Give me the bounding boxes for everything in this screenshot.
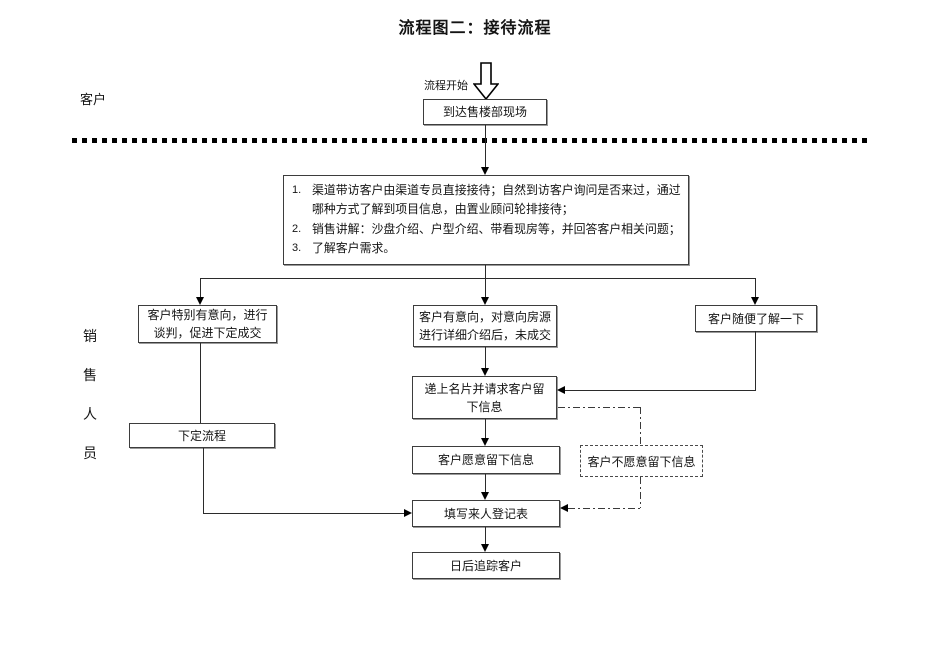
page-title: 流程图二：接待流程 [398,20,552,37]
connector-casual-to-card [565,390,756,391]
node-deposit-process: 下定流程 [129,423,275,448]
connector-deposit-to-form [203,513,404,514]
arrowhead-right-icon [404,509,412,517]
arrowhead-down-icon [481,297,489,305]
node-casual-look: 客户随便了解一下 [695,305,817,332]
arrowhead-down-icon [196,297,204,305]
lane-sales-char: 员 [83,447,97,462]
arrowhead-down-icon [481,167,489,175]
connector-casual-down [755,331,756,391]
step-number: 1. [292,184,302,196]
connector-deposit-down [203,448,204,513]
arrowhead-left-icon [560,504,568,512]
connector-branch-bar [200,278,756,279]
lane-sales-char: 售 [83,369,97,384]
lane-label-sales: 销 售 人 员 [81,326,99,463]
node-willing-info: 客户愿意留下信息 [412,446,560,474]
connector-form-to-follow [485,527,486,545]
lane-label-customer: 客户 [80,92,107,107]
node-some-intent: 客户有意向，对意向房源 进行详细介绍后，未成交 [413,305,557,347]
connector-unwilling-to-form-dashdot [568,508,640,509]
arrowhead-down-icon [481,438,489,446]
node-arrive-sales-office: 到达售楼部现场 [423,99,547,125]
step-number: 2. [292,222,302,235]
lane-sales-char: 销 [83,330,97,345]
connector-unwilling-dashdot-bottom [640,477,641,508]
reception-step: 1. 渠道带访客户由渠道专员直接接待；自然到访客户询问是否来过，通过哪种方式了解… [292,181,684,220]
lane-divider-dotted-line [72,138,869,143]
step-text: 销售讲解：沙盘介绍、户型介绍、带看现房等，并回答客户相关问题； [312,221,681,236]
connector-strong-to-deposit [200,343,201,423]
node-follow-up: 日后追踪客户 [412,552,560,579]
node-give-card: 递上名片并请求客户留 下信息 [412,376,557,419]
connector-branch-left [200,278,201,298]
start-label: 流程开始 [424,80,468,92]
arrowhead-left-icon [557,386,565,394]
connector-steps-stub [485,265,486,278]
arrowhead-down-icon [751,297,759,305]
connector-branch-right [755,278,756,298]
connector-arrive-to-steps [485,125,486,168]
connector-card-to-willing [485,419,486,439]
connector-willing-to-form [485,474,486,493]
step-number: 3. [292,241,302,254]
node-unwilling-info: 客户不愿意留下信息 [580,445,703,477]
step-text: 了解客户需求。 [312,240,396,255]
flow-start-arrow-icon [472,62,500,105]
reception-step: 3. 了解客户需求。 [292,239,684,258]
connector-some-to-card [485,347,486,369]
lane-sales-char: 人 [83,408,97,423]
arrowhead-down-icon [481,492,489,500]
arrowhead-down-icon [481,368,489,376]
reception-step: 2. 销售讲解：沙盘介绍、户型介绍、带看现房等，并回答客户相关问题； [292,220,684,239]
node-fill-form: 填写来人登记表 [412,500,560,527]
node-strong-intent: 客户特别有意向，进行 谈判，促进下定成交 [138,305,277,343]
connector-branch-center [485,278,486,298]
connector-card-to-unwilling-dashdot [558,407,640,408]
connector-unwilling-dashdot-top [640,407,641,445]
step-text: 渠道带访客户由渠道专员直接接待；自然到访客户询问是否来过，通过哪种方式了解到项目… [312,183,681,217]
node-reception-steps: 1. 渠道带访客户由渠道专员直接接待；自然到访客户询问是否来过，通过哪种方式了解… [283,175,689,265]
arrowhead-down-icon [481,544,489,552]
